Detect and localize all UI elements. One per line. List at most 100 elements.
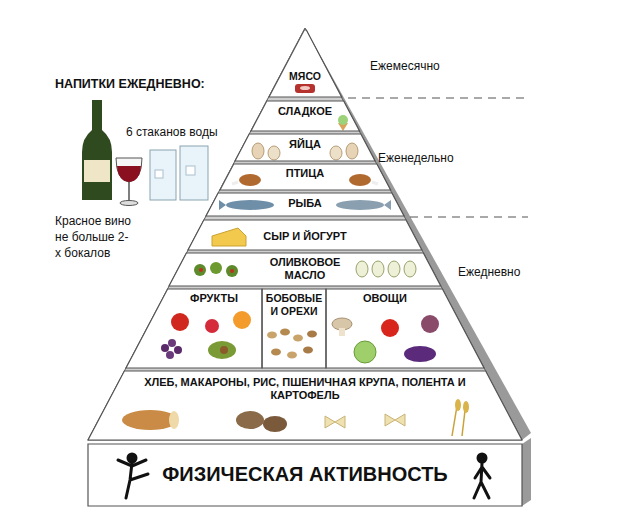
cheese (212, 228, 246, 246)
band-text-box: ОВОЩИ (329, 292, 441, 305)
dancer-head (128, 454, 136, 462)
activity-side (522, 438, 531, 506)
band-text-box: СЛАДКОЕ (267, 105, 342, 118)
band-title: ПТИЦА (235, 167, 375, 180)
band-text-box: БОБОВЫЕ И ОРЕХИ (264, 292, 325, 318)
band-fill (126, 289, 262, 368)
band-border (269, 30, 342, 97)
grape (174, 346, 182, 354)
band-fill (269, 30, 342, 97)
red-wine (117, 166, 141, 182)
drumstick (349, 174, 371, 186)
food-band: ХЛЕБ, МАКАРОНЫ, РИС, ПШЕНИЧНАЯ КРУПА, ПО… (88, 371, 522, 440)
band-fill (206, 193, 404, 216)
band-title: СЛАДКОЕ (267, 105, 342, 118)
olive (226, 265, 238, 277)
wheat-ear (463, 401, 469, 413)
band-text-box: СЫР И ЙОГУРТ (202, 230, 409, 243)
food-band: СЫР И ЙОГУРТ (188, 220, 422, 250)
olive-pale (404, 261, 416, 277)
meat-fat (300, 86, 310, 90)
dancer-figure (118, 460, 148, 498)
grape (161, 344, 169, 352)
food-band: ЯЙЦА (235, 134, 375, 161)
band-text-box: МЯСО (284, 70, 326, 83)
ice-cube (155, 170, 163, 178)
band-title: ОЛИВКОВОЕ МАСЛО (259, 256, 351, 283)
dashed-divider (348, 97, 525, 98)
side-note: Красное вино не больше 2-х бокалов (55, 213, 133, 262)
olive-pimento (230, 269, 234, 273)
side-note: Ежедневно (458, 264, 520, 280)
olive-pale (388, 261, 400, 277)
band-border (235, 134, 375, 161)
band-fill (188, 220, 422, 250)
cabbage (354, 341, 376, 363)
band-fills (88, 30, 522, 506)
side-note: НАПИТКИ ЕЖЕДНЕВНО: (55, 76, 205, 93)
band-border (88, 371, 522, 440)
bean (267, 332, 277, 339)
band-border (126, 289, 262, 368)
band-border (251, 101, 360, 131)
nut (271, 349, 281, 356)
olive-pale (356, 261, 368, 277)
egg (252, 143, 264, 159)
band-title: ЯЙЦА (250, 138, 360, 151)
band-fill (235, 134, 375, 161)
food-band: СЛАДКОЕ (251, 101, 360, 131)
food-band: БОБОВЫЕ И ОРЕХИ (262, 289, 326, 368)
food-band: МЯСО (269, 30, 342, 97)
drinks-illustration (82, 100, 208, 206)
pasta-bow (325, 416, 335, 428)
walker-head (478, 454, 486, 462)
glass-base (120, 201, 138, 206)
band-text-box: ХЛЕБ, МАКАРОНЫ, РИС, ПШЕНИЧНАЯ КРУПА, ПО… (125, 376, 486, 403)
fish (226, 200, 274, 210)
ice-cream-scoop (338, 115, 348, 125)
nut (307, 331, 317, 338)
eggplant (404, 346, 436, 362)
wine-bottle (82, 100, 112, 200)
grape (168, 339, 176, 347)
drumstick-bone (232, 182, 238, 184)
olive-pale (372, 261, 384, 277)
band-title: СЫР И ЙОГУРТ (202, 230, 409, 243)
mushroom-stem (339, 328, 345, 336)
olive (210, 262, 222, 274)
band-border (188, 220, 422, 250)
food-band: ОВОЩИ (326, 289, 484, 368)
band-border (220, 164, 391, 190)
band-text-box: ФРУКТЫ (169, 292, 259, 305)
glass-stem (128, 182, 130, 202)
egg (268, 146, 280, 160)
band-text-box: ЯЙЦА (250, 138, 360, 151)
band-fill (262, 289, 326, 368)
drumstick-bone (372, 182, 378, 184)
olive-pimento (199, 268, 203, 272)
band-title: ФРУКТЫ (169, 292, 259, 305)
apple (171, 313, 189, 331)
fish-tail (219, 200, 226, 210)
band-text-box: ФИЗИЧЕСКАЯ АКТИВНОСТЬ (91, 462, 519, 486)
band-border (169, 253, 441, 286)
avocado (208, 341, 236, 359)
wheat-ear (455, 399, 461, 411)
olive (194, 264, 206, 276)
meat (295, 84, 315, 93)
food-band: РЫБА (206, 193, 404, 216)
food-band: ОЛИВКОВОЕ МАСЛО (169, 253, 441, 286)
fish (336, 200, 384, 210)
egg (346, 143, 358, 159)
band-fill (251, 101, 360, 131)
potato (263, 416, 287, 432)
bean (280, 329, 290, 336)
wine-glass (116, 158, 142, 182)
fish-tail (384, 200, 391, 210)
band-fill (88, 371, 522, 440)
bean (287, 352, 297, 359)
band-border (262, 289, 326, 368)
band-fill (169, 253, 441, 286)
bread-cut (169, 411, 179, 429)
band-border (206, 193, 404, 216)
